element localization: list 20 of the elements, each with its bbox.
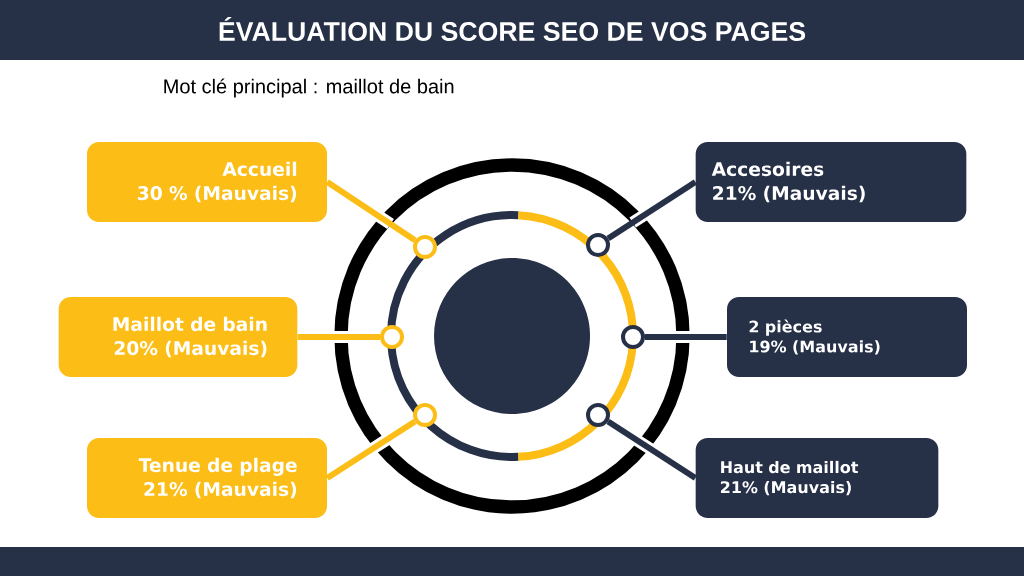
header-bar: ÉVALUATION DU SCORE SEO DE VOS PAGES (0, 0, 1024, 60)
connector-dot (413, 235, 437, 259)
connector-line (606, 179, 698, 241)
connector-dot (621, 325, 645, 349)
score-box: 2 pièces 19% (Mauvais) (727, 297, 967, 377)
score-box: Haut de maillot 21% (Mauvais) (695, 438, 939, 518)
connector-line (645, 331, 727, 343)
connector-dot (413, 403, 437, 427)
subtitle: Mot clé principal : maillot de bain (164, 78, 454, 98)
connector-line (606, 419, 698, 481)
connector-dot (380, 325, 404, 349)
connector-line (325, 419, 417, 481)
score-box: Maillot de bain 20% (Mauvais) (58, 297, 298, 377)
connector-dot (586, 233, 610, 257)
score-box: Tenue de plage 21% (Mauvais) (87, 438, 327, 518)
connector-line (325, 179, 417, 243)
score-box: Accesoires 21% (Mauvais) (695, 142, 967, 222)
connector-dot (586, 403, 610, 427)
connector-line (297, 331, 380, 343)
score-box: Accueil 30 % (Mauvais) (87, 142, 327, 222)
